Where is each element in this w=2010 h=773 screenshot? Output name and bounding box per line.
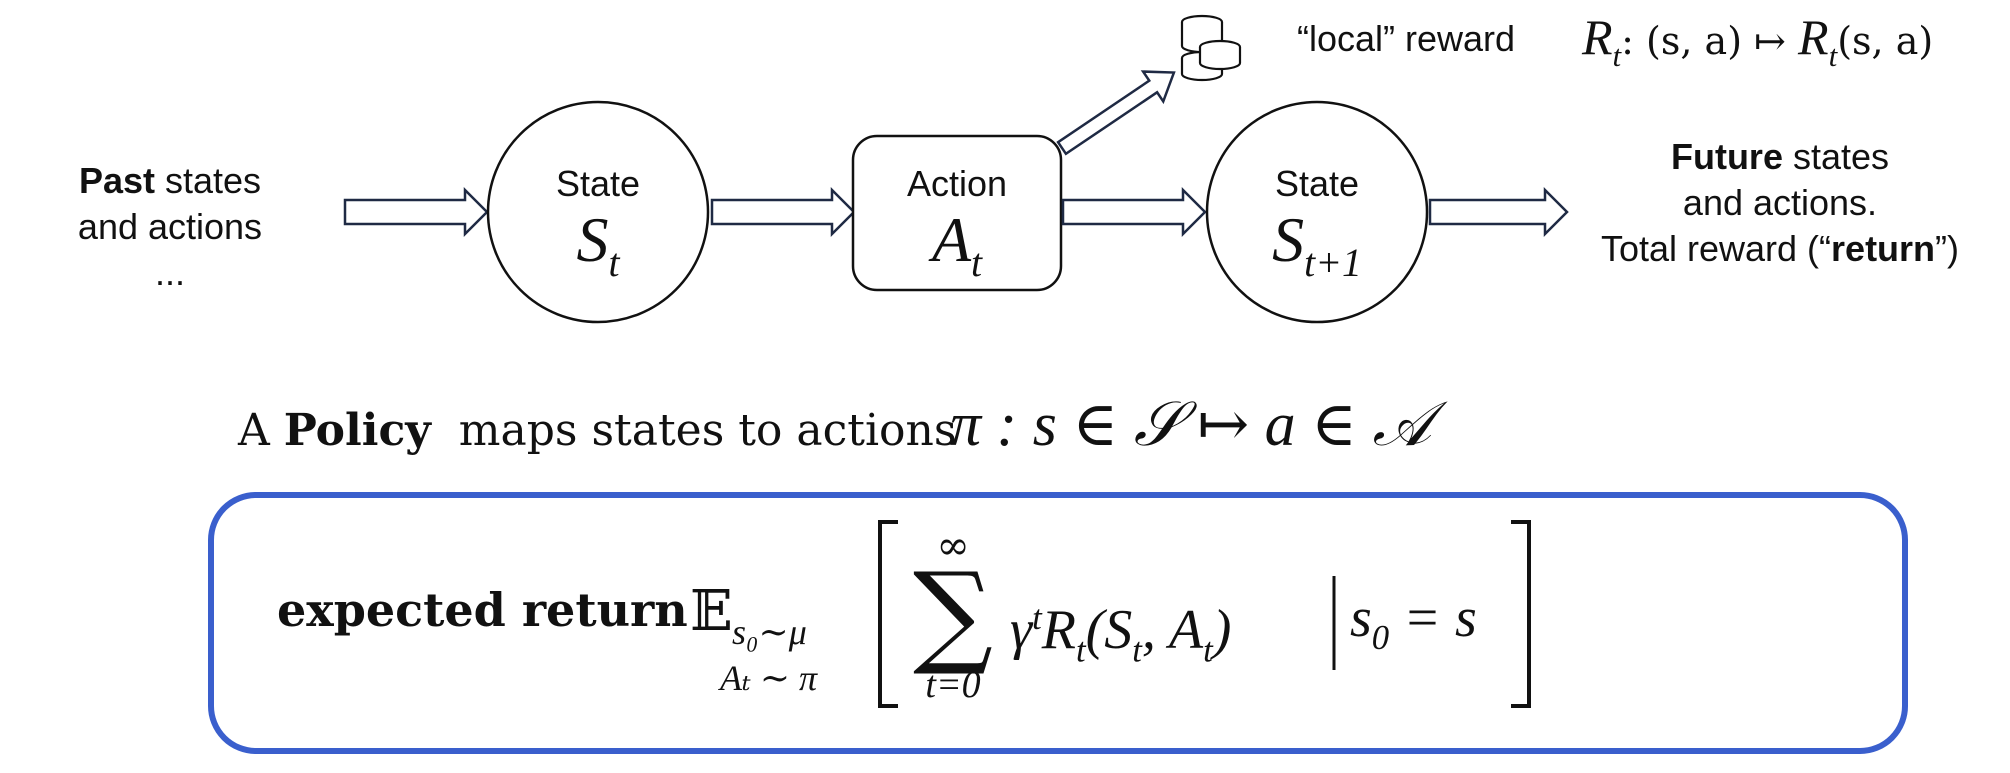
coins-icon bbox=[1180, 14, 1242, 82]
arrow-past-to-state bbox=[343, 186, 489, 238]
summation: ∞ ∑ t=0 bbox=[898, 526, 1008, 708]
local-reward-formula: Rt: (s, a) ↦ Rt(s, a) bbox=[1582, 9, 1934, 73]
state-t1-label: State bbox=[1274, 163, 1360, 204]
arrow-action-to-next-state bbox=[1061, 186, 1207, 238]
sigma-symbol: ∑ bbox=[913, 549, 993, 679]
policy-line: A Policy maps states to actions bbox=[238, 400, 956, 462]
action-t-label: Action bbox=[906, 163, 1008, 204]
past-line2: and actions bbox=[77, 206, 263, 247]
expectation-operator: 𝔼 s₀∼μ Aₜ ∼ π bbox=[690, 579, 818, 699]
sum-body: γtRt(St, At) bbox=[1010, 598, 1232, 670]
arrow-next-state-to-future bbox=[1428, 186, 1569, 238]
arrow-state-to-action bbox=[710, 186, 856, 238]
future-line3-pre: Total reward (“ bbox=[1600, 228, 1832, 269]
conditional-value: s0 = s bbox=[1350, 587, 1477, 658]
past-bold: Past bbox=[78, 160, 155, 201]
state-t-label: State bbox=[555, 163, 641, 204]
policy-prefix: A bbox=[238, 405, 284, 456]
future-bold: Future bbox=[1670, 136, 1783, 177]
past-line3: ... bbox=[154, 252, 185, 293]
future-states-text: Future states and actions. Total reward … bbox=[1560, 134, 2000, 272]
policy-bold: Policy bbox=[283, 405, 431, 456]
state-t-circle bbox=[486, 100, 710, 324]
local-reward-label: “local” reward bbox=[1297, 18, 1516, 59]
expected-return-box bbox=[208, 492, 1908, 754]
right-bracket bbox=[1511, 520, 1531, 708]
expected-return-label: expected return bbox=[277, 583, 688, 637]
policy-rest: maps states to actions bbox=[430, 405, 957, 456]
state-t1-circle bbox=[1205, 100, 1429, 324]
arrow-action-to-reward bbox=[1056, 70, 1176, 156]
policy-formula: π : s ∈ 𝒮 ↦ a ∈ 𝒜 bbox=[950, 391, 1432, 459]
future-line3-post: ”) bbox=[1935, 228, 1960, 269]
future-line2: and actions. bbox=[1682, 182, 1878, 223]
state-t1-symbol: St+1 bbox=[1272, 204, 1362, 286]
past-rest: states bbox=[154, 160, 262, 201]
state-t-node: State St bbox=[488, 163, 708, 298]
future-line3-bold: return bbox=[1831, 228, 1936, 269]
action-box bbox=[851, 134, 1063, 292]
action-t-node: Action At bbox=[853, 163, 1061, 298]
action-t-symbol: At bbox=[931, 204, 983, 286]
state-t-symbol: St bbox=[576, 204, 620, 286]
future-rest: states bbox=[1782, 136, 1890, 177]
left-bracket bbox=[878, 520, 898, 708]
past-states-text: Past states and actions ... bbox=[40, 158, 300, 296]
state-t1-node: State St+1 bbox=[1207, 163, 1427, 298]
